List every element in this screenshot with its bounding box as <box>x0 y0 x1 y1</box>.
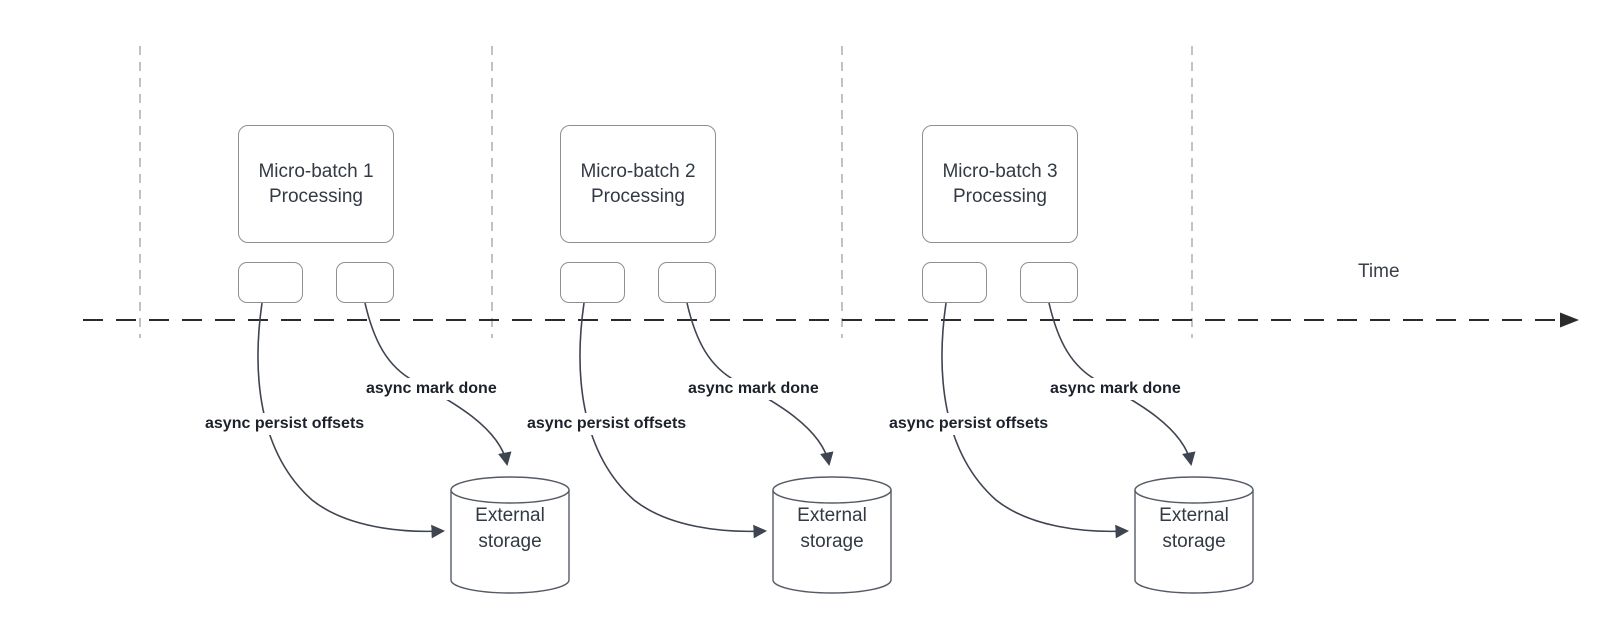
persist-offsets-arrow <box>257 302 446 539</box>
done-small-box <box>658 262 716 303</box>
storage-label: External storage <box>475 505 545 552</box>
storage-cylinder <box>1134 490 1254 594</box>
mark-done-label: async mark done <box>684 378 823 400</box>
offsets-small-box <box>238 262 303 303</box>
storage-label: External storage <box>1159 505 1229 552</box>
done-small-box <box>1020 262 1078 303</box>
time-axis-arrowhead <box>1560 312 1579 328</box>
processing-box-label: Micro-batch 3 Processing <box>942 161 1058 207</box>
storage-cylinder-top <box>450 476 570 504</box>
persist-offsets-arrow <box>579 302 768 539</box>
processing-box-label: Micro-batch 2 Processing <box>580 161 696 207</box>
microbatch-2-shapes <box>579 302 892 594</box>
storage-cylinder <box>772 490 892 594</box>
microbatch-1-shapes <box>257 302 570 594</box>
persist-offsets-label: async persist offsets <box>885 413 1053 435</box>
persist-offsets-arrow <box>941 302 1130 539</box>
processing-box-label: Micro-batch 1 Processing <box>258 161 374 207</box>
mark-done-label: async mark done <box>362 378 501 400</box>
done-small-box <box>336 262 394 303</box>
time-label: Time <box>1358 261 1400 282</box>
processing-box: Micro-batch 1 Processing <box>238 125 394 243</box>
storage-label: External storage <box>797 505 867 552</box>
offsets-small-box <box>560 262 625 303</box>
processing-box: Micro-batch 3 Processing <box>922 125 1078 243</box>
storage-cylinder-top <box>772 476 892 504</box>
offsets-small-box <box>922 262 987 303</box>
mark-done-label: async mark done <box>1046 378 1185 400</box>
storage-cylinder <box>450 490 570 594</box>
storage-cylinder-top <box>1134 476 1254 504</box>
processing-box: Micro-batch 2 Processing <box>560 125 716 243</box>
persist-offsets-label: async persist offsets <box>523 413 691 435</box>
persist-offsets-label: async persist offsets <box>201 413 369 435</box>
